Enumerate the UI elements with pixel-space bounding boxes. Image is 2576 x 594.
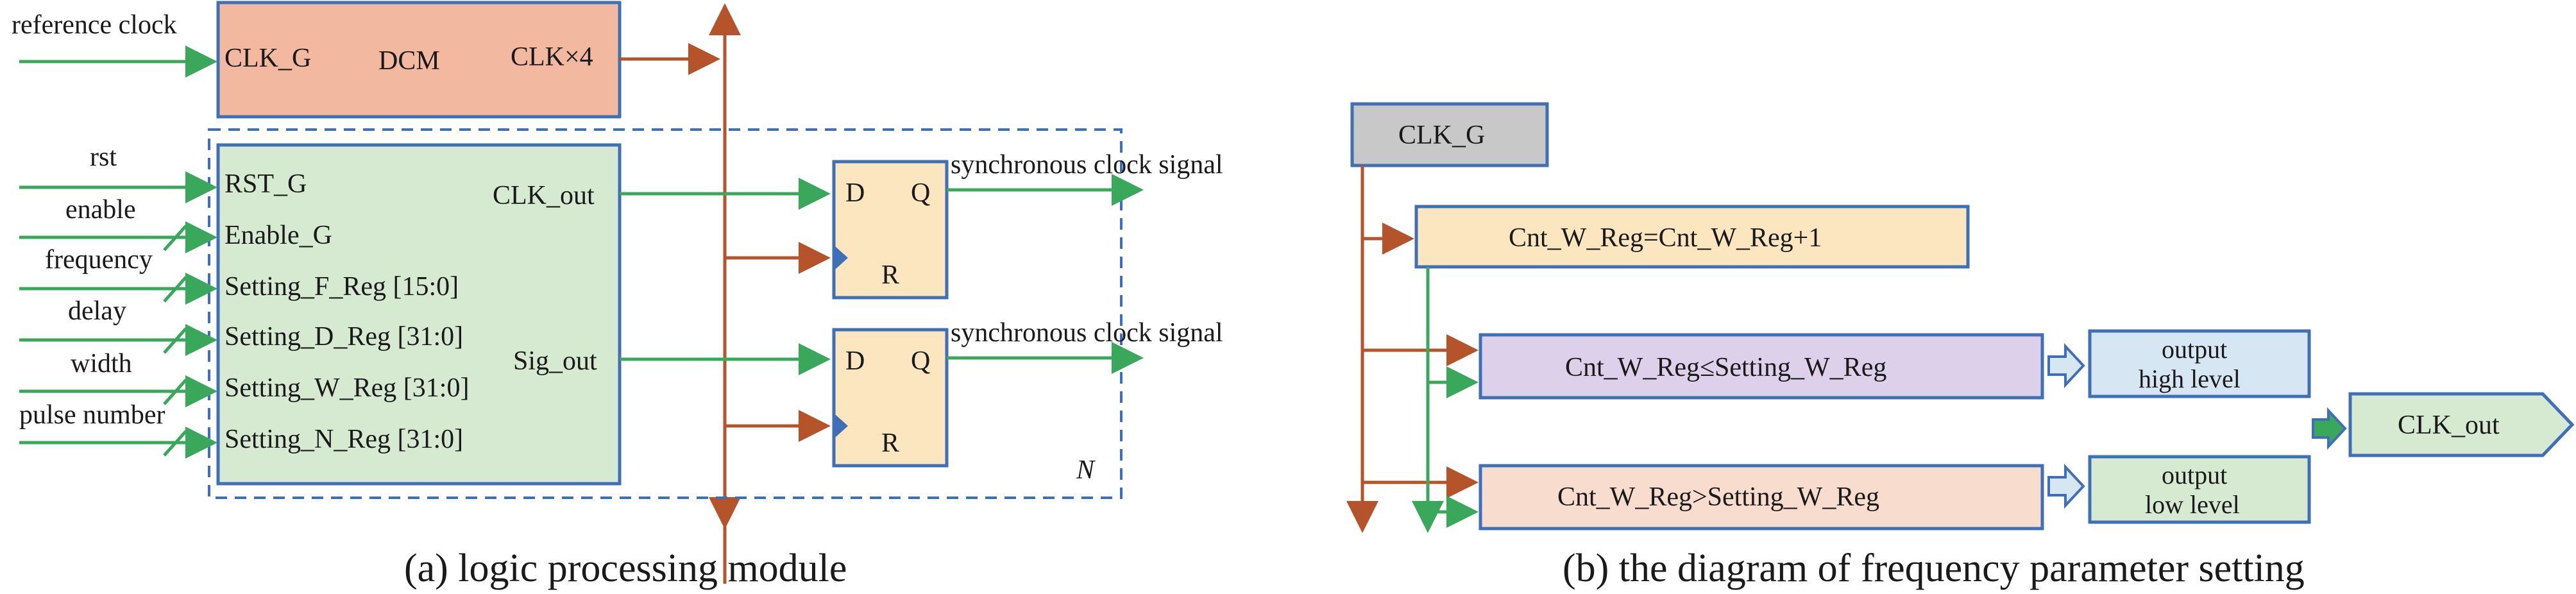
ff2-port-d: D — [845, 346, 865, 376]
ff1-port-q: Q — [911, 178, 930, 208]
port-setting-f: Setting_F_Reg [15:0] — [225, 272, 459, 301]
ff1-port-r: R — [881, 260, 899, 290]
input-label-frequency: frequency — [45, 245, 153, 275]
input-label-width: width — [71, 349, 132, 378]
port-clk-out: CLK_out — [493, 181, 595, 210]
input-wires — [19, 171, 217, 459]
port-sig-out: Sig_out — [513, 346, 597, 376]
ff1-clock-triangle — [835, 246, 848, 269]
bus-slash-enable — [163, 225, 187, 251]
comparator-le-block — [1479, 333, 2044, 400]
output-low-line1: output — [2162, 461, 2227, 489]
input-label-enable: enable — [65, 195, 136, 225]
output-low-line2: low level — [2145, 490, 2240, 519]
comparator-gt-block — [1479, 464, 2044, 530]
dcm-port-clk-x4: CLK×4 — [511, 42, 593, 72]
dcm-port-clk-g: CLK_G — [225, 44, 311, 73]
caption-a: (a) logic processing module — [404, 547, 847, 590]
panel-b: CLK_G Cnt_W_Reg=Cnt_W_Reg+1 Cnt_W_Reg≤Se… — [1346, 102, 2575, 590]
input-label-delay: delay — [68, 296, 126, 326]
clk-out-label: CLK_out — [2398, 411, 2500, 440]
ff2-port-r: R — [881, 429, 899, 458]
ff1-output-label: synchronous clock signal — [951, 150, 1223, 180]
input-label-pulse-number: pulse number — [19, 400, 165, 430]
port-rst-g: RST_G — [225, 169, 307, 199]
arrow-to-high — [2047, 343, 2085, 389]
clk-g-block — [1350, 102, 1549, 167]
flip-flop-1 — [832, 160, 949, 300]
output-low-block — [2088, 455, 2311, 524]
bus-slash-delay — [163, 327, 187, 354]
dcm-name: DCM — [378, 46, 440, 76]
port-setting-n: Setting_N_Reg [31:0] — [225, 425, 463, 454]
ff1-port-d: D — [845, 178, 865, 208]
port-enable-g: Enable_G — [225, 221, 332, 250]
clk-g-label: CLK_G — [1398, 121, 1485, 150]
bus-slash-width — [163, 378, 187, 405]
panel-a: reference clock CLK_G DCM CLK×4 N RST_G … — [12, 1, 1223, 590]
input-label-rst: rst — [90, 142, 117, 172]
counter-block — [1414, 205, 1970, 269]
arrow-to-clk-out — [2312, 407, 2347, 450]
input-label-reference-clock: reference clock — [12, 10, 177, 40]
counter-label: Cnt_W_Reg=Cnt_W_Reg+1 — [1509, 223, 1822, 253]
ff2-clock-triangle — [835, 414, 848, 437]
output-high-line2: high level — [2139, 364, 2241, 393]
bus-slash-pulse-number — [163, 430, 187, 457]
caption-b: (b) the diagram of frequency parameter s… — [1563, 547, 2305, 590]
ff2-port-q: Q — [911, 346, 930, 376]
ff2-output-label: synchronous clock signal — [951, 318, 1223, 348]
port-setting-w: Setting_W_Reg [31:0] — [225, 373, 469, 403]
comparator-le-label: Cnt_W_Reg≤Setting_W_Reg — [1565, 353, 1886, 382]
comparator-gt-label: Cnt_W_Reg>Setting_W_Reg — [1557, 482, 1879, 512]
output-high-line1: output — [2162, 335, 2227, 364]
flip-flop-2 — [832, 328, 949, 468]
n-group-label: N — [1076, 455, 1096, 485]
clk-out-block — [2348, 392, 2575, 457]
logic-block — [216, 143, 622, 486]
n-group-boundary — [208, 128, 1123, 499]
output-high-block — [2088, 329, 2311, 398]
port-setting-d: Setting_D_Reg [31:0] — [225, 322, 463, 352]
arrow-to-low — [2047, 463, 2085, 509]
bus-slash-frequency — [163, 276, 187, 303]
